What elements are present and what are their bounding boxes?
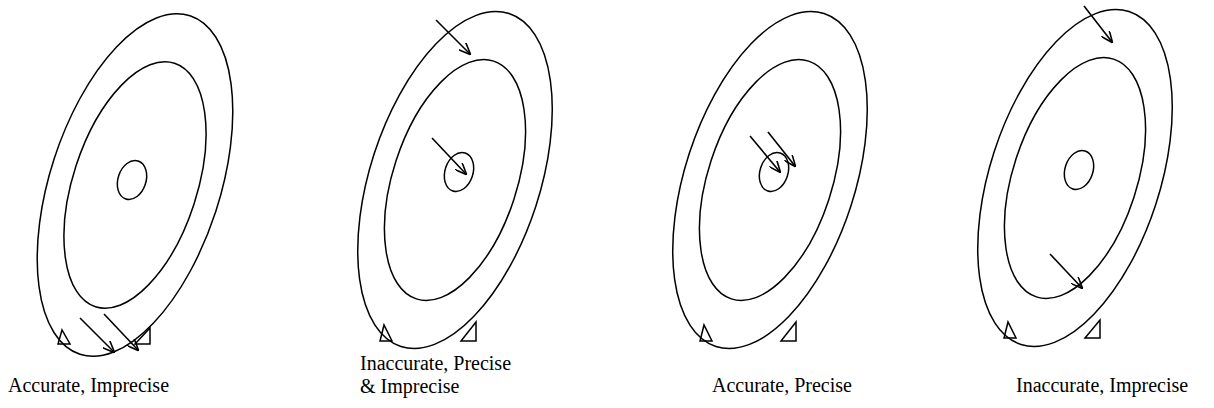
caption: Accurate, Imprecise <box>8 374 172 397</box>
caption: Inaccurate, Precise & Imprecise <box>360 352 513 398</box>
caption: Inaccurate, Imprecise <box>1016 374 1191 397</box>
target <box>0 0 271 381</box>
caption: Accurate, Precise <box>712 374 854 397</box>
target <box>940 0 1210 371</box>
arrows <box>80 6 1112 352</box>
target <box>635 0 905 373</box>
target <box>320 0 590 373</box>
